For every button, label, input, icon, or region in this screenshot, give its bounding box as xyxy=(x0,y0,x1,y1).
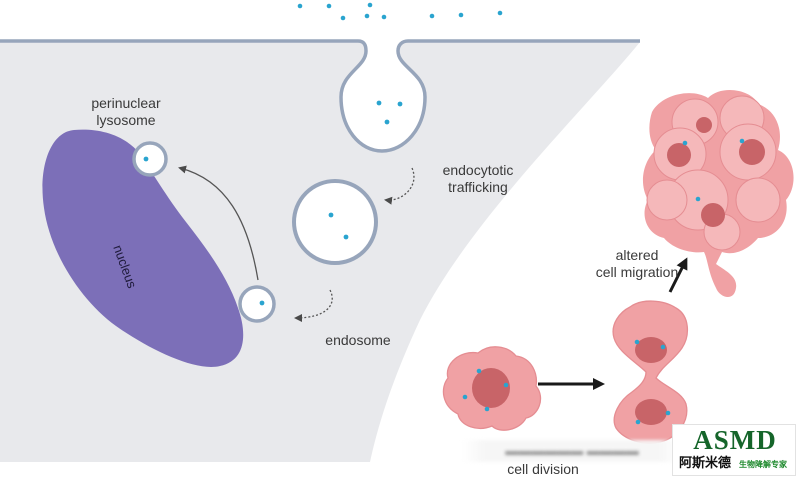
blurred-caption-band xyxy=(462,440,682,462)
cell-cluster xyxy=(642,90,794,298)
invagination-cargo xyxy=(376,100,403,125)
nucleus xyxy=(42,129,244,367)
asmd-logo: ASMD 阿斯米德 生物降解专家 xyxy=(672,424,796,476)
label-endocytotic-trafficking: endocytotic trafficking xyxy=(442,162,514,195)
logo-brand-text: ASMD xyxy=(693,425,777,455)
arrow-to-migration xyxy=(668,257,688,293)
arrow-to-lysosome xyxy=(178,165,259,281)
dividing-cell xyxy=(612,300,688,444)
label-perinuclear-lysosome: perinuclear lysosome xyxy=(91,95,161,128)
logo-tagline: 生物降解专家 xyxy=(739,460,787,469)
label-altered-cell-migration: altered cell migration xyxy=(595,247,679,280)
arrow-to-endosome xyxy=(294,289,333,322)
extracellular-particles xyxy=(297,2,503,21)
vesicle-large xyxy=(292,179,378,265)
plasma-membrane xyxy=(0,39,640,153)
label-cell-division: cell division xyxy=(507,461,579,477)
lysosome-vesicle xyxy=(132,141,168,177)
label-endosome: endosome xyxy=(325,332,391,348)
blurred-caption-text: ▬▬▬▬▬▬ ▬▬▬▬ xyxy=(505,443,639,458)
logo-chinese-name: 阿斯米德 xyxy=(679,456,732,471)
endosome-vesicle xyxy=(238,285,276,323)
arrow-trafficking xyxy=(384,167,415,205)
single-cell xyxy=(442,346,542,431)
